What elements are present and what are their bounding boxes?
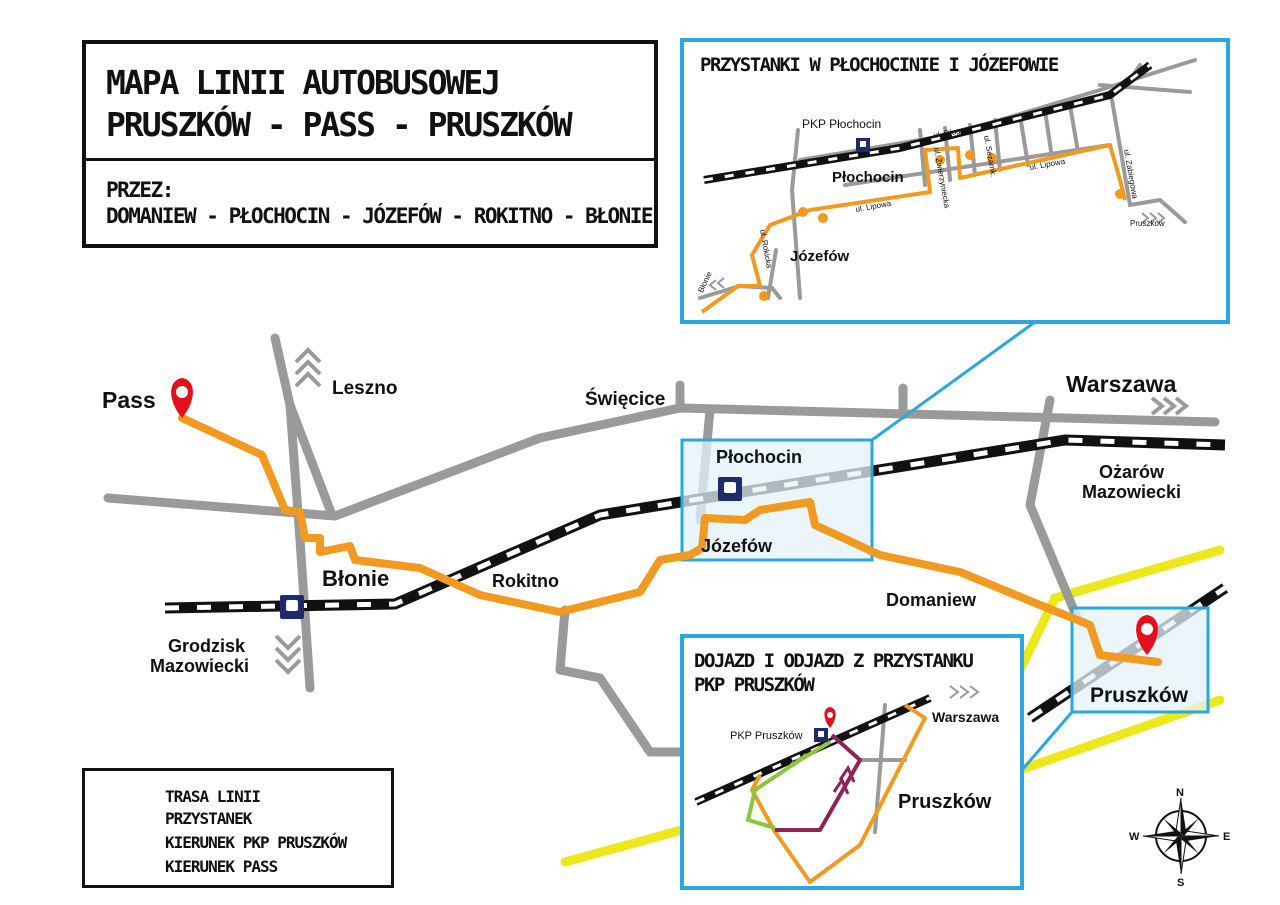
inset-bottom-warszawa: Warszawa bbox=[932, 709, 999, 725]
label-rokitno: Rokitno bbox=[492, 571, 559, 591]
main-roads bbox=[103, 333, 1220, 757]
label-plochocin: Płochocin bbox=[716, 447, 802, 467]
compass-rose-icon: N S W E bbox=[1129, 787, 1230, 889]
legend-stop: PRZYSTANEK bbox=[165, 809, 252, 828]
inset-bottom-title-2: PKP PRUSZKÓW bbox=[694, 674, 815, 696]
inset-bottom-pruszkow: Pruszków bbox=[898, 791, 992, 813]
map-pin-icon bbox=[171, 378, 193, 418]
train-station-icon bbox=[718, 477, 742, 501]
label-pruszkow: Pruszków bbox=[1090, 684, 1189, 707]
inset-pruszkow: PKP Pruszków Warszawa Pruszków bbox=[680, 634, 1024, 890]
legend-dir-pkp: KIERUNEK PKP PRUSZKÓW bbox=[165, 833, 347, 852]
map-legend: TRASA LINII PRZYSTANEK KIERUNEK PKP PRUS… bbox=[82, 768, 394, 888]
map-title-box: MAPA LINII AUTOBUSOWEJ PRUSZKÓW - PASS -… bbox=[82, 40, 658, 248]
label-pass: Pass bbox=[102, 387, 156, 413]
legend-route: TRASA LINII bbox=[165, 787, 261, 806]
label-warszawa: Warszawa bbox=[1066, 371, 1177, 397]
label-domaniew: Domaniew bbox=[886, 590, 977, 610]
label-blonie: Błonie bbox=[322, 566, 389, 591]
inset-top-jozefow: Józefów bbox=[790, 248, 850, 265]
inset-bottom-title-1: DOJAZD I ODJAZD Z PRZYSTANKU bbox=[694, 650, 974, 672]
compass-s: S bbox=[1177, 877, 1184, 889]
inset-top-title: PRZYSTANKI W PŁOCHOCINIE I JÓZEFOWIE bbox=[700, 54, 1059, 76]
legend-dir-pass: KIERUNEK PASS bbox=[165, 857, 278, 876]
via-places: DOMANIEW - PŁOCHOCIN - JÓZEFÓW - ROKITNO… bbox=[106, 204, 654, 228]
map-title-line-1: MAPA LINII AUTOBUSOWEJ bbox=[106, 63, 501, 102]
label-grodzisk-2: Mazowiecki bbox=[150, 656, 249, 676]
label-grodzisk-1: Grodzisk bbox=[168, 636, 246, 656]
inset-bottom-pkp: PKP Pruszków bbox=[730, 730, 803, 742]
label-swiecice: Święcice bbox=[585, 388, 665, 410]
inset-top-pkp: PKP Płochocin bbox=[802, 117, 881, 131]
inset-top-plochocin: Płochocin bbox=[832, 169, 904, 186]
label-ozarow-2: Mazowiecki bbox=[1082, 482, 1181, 502]
inset-top-pruszkow: Pruszków bbox=[1130, 219, 1165, 228]
inset-connectors bbox=[871, 320, 1074, 771]
label-jozefow: Józefów bbox=[701, 536, 773, 556]
compass-e: E bbox=[1223, 831, 1230, 843]
compass-w: W bbox=[1129, 831, 1140, 843]
bus-route-line bbox=[178, 414, 1162, 666]
title-divider bbox=[86, 158, 654, 161]
via-label: PRZEZ: bbox=[106, 178, 174, 202]
train-station-icon bbox=[280, 595, 304, 619]
label-ozarow-1: Ożarów bbox=[1099, 462, 1165, 482]
direction-chevrons-icon bbox=[274, 347, 1190, 675]
compass-n: N bbox=[1176, 787, 1184, 799]
map-pin-icon bbox=[1136, 615, 1158, 655]
map-title-line-2: PRUSZKÓW - PASS - PRUSZKÓW bbox=[106, 105, 573, 144]
inset-plochocin-jozefow: PKP Płochocin Płochocin Józefów Błonie P… bbox=[680, 38, 1230, 324]
label-leszno: Leszno bbox=[332, 378, 397, 399]
